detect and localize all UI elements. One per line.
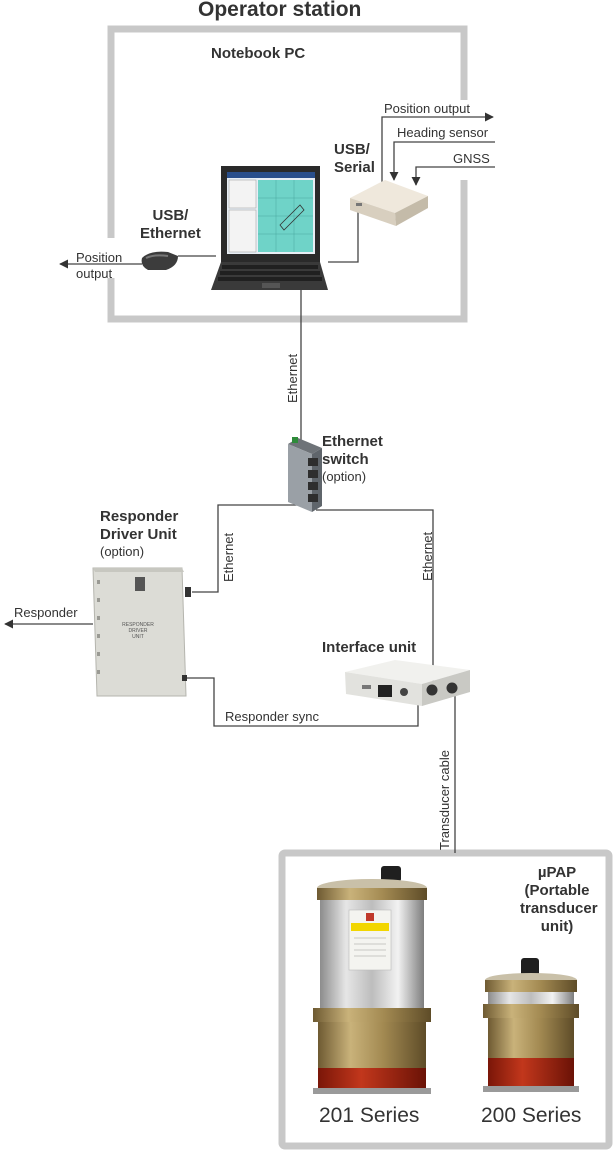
ethernet-label-rdu: Ethernet: [221, 532, 236, 582]
transducer-201-image: [313, 866, 431, 1094]
usb-ethernet-adapter-image: [141, 251, 178, 270]
interface-unit-image: [345, 660, 470, 706]
transducer-cable-label: Transducer cable: [437, 750, 452, 850]
series-201-label: 201 Series: [319, 1104, 420, 1127]
ethernet-switch-label: Ethernet switch (option): [322, 433, 383, 484]
position-output-right-label: Position output: [384, 101, 471, 116]
responder-driver-unit-image: [92, 567, 191, 697]
usb-ethernet-label: USB/ Ethernet: [140, 207, 201, 242]
upap-label: µPAP (Portable transducer unit): [520, 864, 598, 935]
responder-sync-label: Responder sync: [225, 709, 319, 724]
gnss-label: GNSS: [453, 151, 490, 166]
responder-driver-unit-label: Responder Driver Unit (option): [100, 508, 179, 559]
ethernet-label-interface: Ethernet: [420, 531, 435, 581]
responder-label: Responder: [14, 605, 78, 620]
transducer-200-image: [483, 958, 579, 1092]
series-200-label: 200 Series: [481, 1104, 582, 1127]
usb-serial-label: USB/ Serial: [334, 141, 375, 176]
operator-station-title: Operator station: [198, 0, 362, 21]
interface-unit-label: Interface unit: [322, 639, 417, 656]
ethernet-switch-image: [288, 437, 322, 512]
position-output-left-label: Position output: [76, 250, 123, 281]
notebook-pc-label: Notebook PC: [211, 45, 306, 62]
rdu-front-text: RESPONDER DRIVER UNIT: [122, 622, 154, 640]
notebook-pc-image: [211, 166, 328, 290]
usb-serial-box-image: [350, 180, 428, 226]
transducer-frame: [278, 849, 613, 1150]
ethernet-label-main: Ethernet: [285, 353, 300, 403]
heading-sensor-label: Heading sensor: [397, 125, 489, 140]
